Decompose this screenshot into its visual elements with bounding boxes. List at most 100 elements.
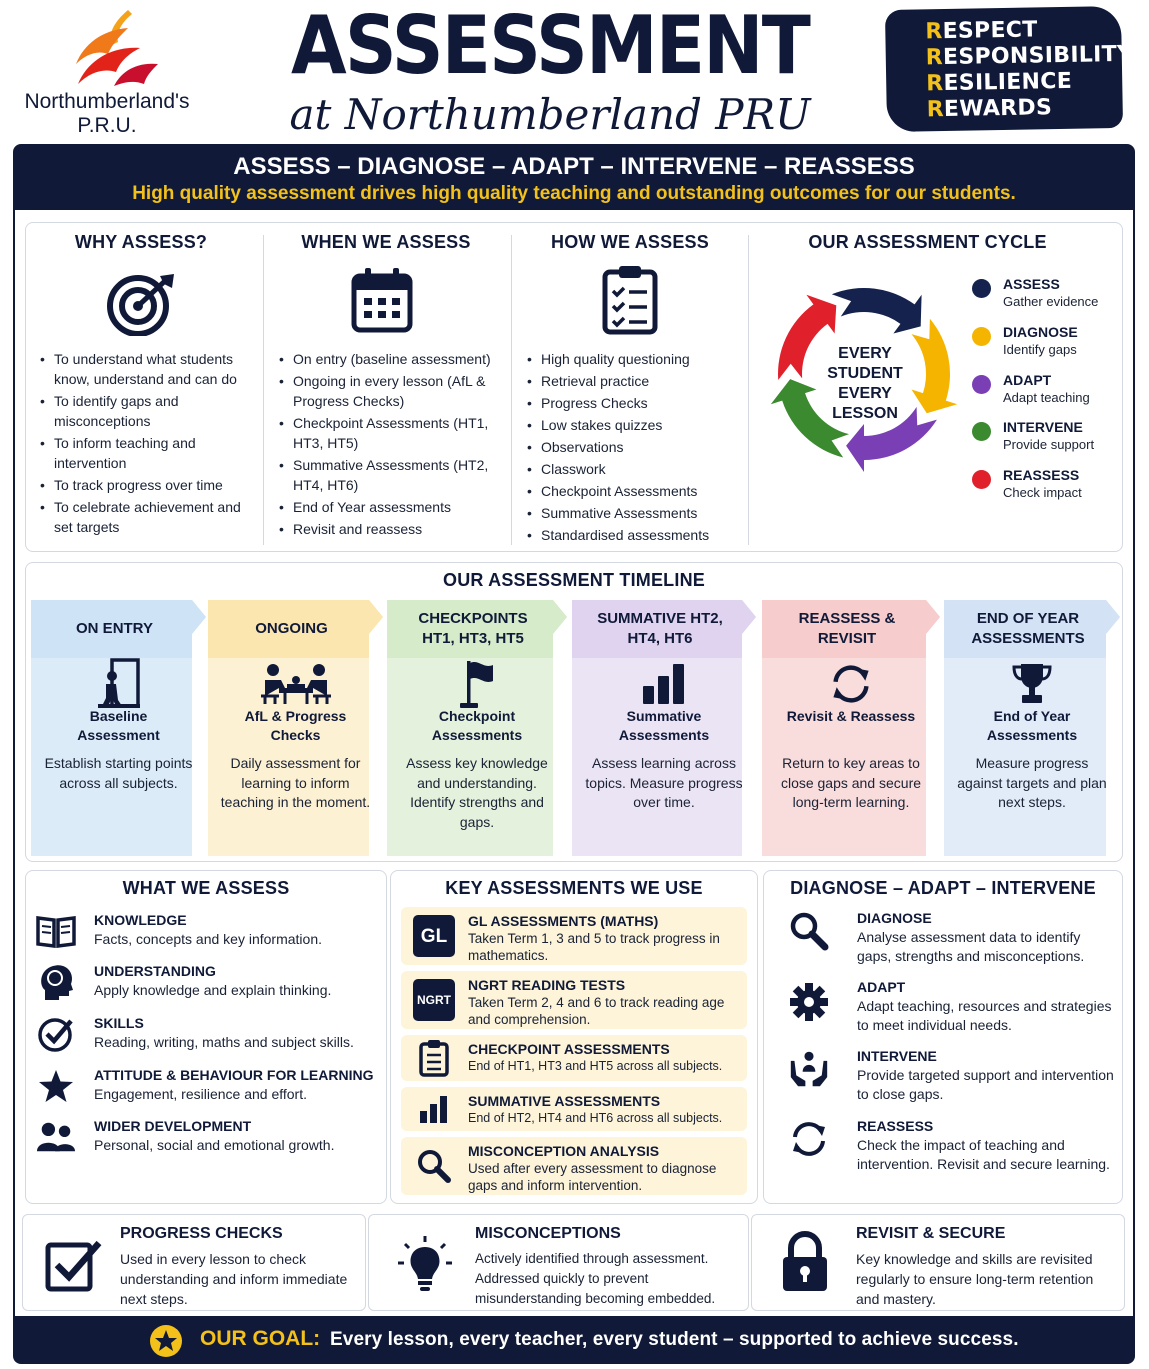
target-icon [107, 274, 174, 336]
list-item: To understand what students know, unders… [40, 349, 250, 389]
cycle-arrow-intervene [770, 379, 850, 458]
school-logo: Northumberland's P.R.U. [12, 6, 202, 137]
flame-logo-icon [76, 10, 158, 86]
star-icon [36, 1066, 76, 1106]
how-heading: HOW WE ASSESS [551, 232, 709, 252]
gear-icon [789, 982, 829, 1022]
timeline-stage-name: End of Year Assessments [986, 708, 1078, 743]
timeline-stage-name: Baseline Assessment [77, 708, 160, 743]
timeline-stage-title: CHECKPOINTS HT1, HT3, HT5 [387, 600, 567, 658]
why-list: To understand what students know, unders… [40, 349, 250, 539]
person-entering-door-icon [31, 658, 206, 710]
key-item-gl: GL GL ASSESSMENTS (MATHS)Taken Term 1, 3… [401, 907, 747, 965]
clipboard-icon [413, 1037, 455, 1079]
logo-name: Northumberland's P.R.U. [24, 90, 190, 137]
timeline-stage-desc: Assess learning across topics. Measure p… [585, 755, 743, 810]
misconceptions-card: MISCONCEPTIONS Actively identified throu… [368, 1214, 749, 1311]
legend-dot [972, 327, 991, 346]
list-item: Low stakes quizzes [527, 415, 742, 435]
list-item: To identify gaps and misconceptions [40, 391, 250, 431]
legend-dot [972, 470, 991, 489]
trophy-icon [944, 658, 1120, 710]
cycle-arrow-assess [831, 288, 922, 334]
why-heading: WHY ASSESS? [74, 232, 208, 252]
banner-tagline: High quality assessment drives high qual… [132, 183, 1016, 204]
timeline-stage-title: REASSESS & REVISIT [762, 600, 940, 658]
star-badge-icon [150, 1325, 182, 1357]
how-list: High quality questioning Retrieval pract… [527, 349, 742, 547]
assessment-cycle-diagram [770, 288, 958, 472]
people-icon [36, 1117, 76, 1157]
list-item: Progress Checks [527, 393, 742, 413]
banner-steps: ASSESS – DIAGNOSE – ADAPT – INTERVENE – … [233, 153, 915, 180]
list-item: On entry (baseline assessment) [279, 349, 501, 369]
dai-panel [763, 870, 1123, 1204]
hands-support-icon [789, 1049, 829, 1089]
list-item: Standardised assessments [527, 525, 742, 545]
timeline-stage-desc: Daily assessment for learning to inform … [220, 755, 371, 810]
value-respect: RESPECT [925, 17, 1038, 45]
gl-badge: GL [413, 915, 455, 957]
list-item: Checkpoint Assessments (HT1, HT3, HT5) [279, 413, 501, 453]
list-item: To inform teaching and intervention [40, 433, 250, 473]
timeline-stage-desc: Measure progress against targets and pla… [957, 755, 1107, 810]
timeline-stage-desc: Assess key knowledge and understanding. … [406, 755, 548, 830]
clipboard-checklist-icon [602, 266, 658, 335]
timeline-stage-title: SUMMATIVE HT2, HT4, HT6 [572, 600, 756, 658]
cycle-arrow-adapt [846, 406, 937, 472]
value-responsibility: RESPONSIBILITY [925, 41, 1134, 71]
list-item: Summative Assessments [527, 503, 742, 523]
timeline-stage-name: AfL & Progress Checks [244, 708, 347, 743]
timeline-stage-desc: Establish starting points across all sub… [44, 755, 193, 791]
refresh-icon [762, 658, 940, 710]
calendar-icon [351, 268, 413, 333]
cycle-arrow-diagnose [911, 318, 958, 414]
when-heading: WHEN WE ASSESS [301, 232, 471, 252]
magnifier-icon [413, 1145, 455, 1187]
goal-bar: OUR GOAL: Every lesson, every teacher, e… [13, 1316, 1135, 1364]
timeline-stage-title: END OF YEAR ASSESSMENTS [944, 600, 1120, 658]
revisit-secure-card: REVISIT & SECURE Key knowledge and skill… [751, 1214, 1125, 1311]
page-subtitle: at Northumberland PRU [289, 90, 811, 139]
timeline-card: END OF YEAR ASSESSMENTS End of Year Asses… [944, 600, 1120, 856]
timeline-stage-name: Revisit & Reassess [786, 708, 916, 724]
check-circle-icon [36, 1014, 76, 1054]
group-table-icon [208, 658, 383, 710]
legend-dot [972, 422, 991, 441]
list-item: High quality questioning [527, 349, 742, 369]
list-item: Checkpoint Assessments [527, 481, 742, 501]
what-panel [25, 870, 387, 1204]
what-heading: WHAT WE ASSESS [122, 878, 290, 898]
page-title: ASSESSMENT [290, 0, 811, 92]
timeline-stage-title: ONGOING [208, 600, 383, 658]
goal-text: Every lesson, every teacher, every stude… [330, 1329, 1019, 1350]
list-item: To track progress over time [40, 475, 250, 495]
value-rewards: REWARDS [926, 95, 1053, 123]
progress-checks-card: PROGRESS CHECKS Used in every lesson to … [22, 1214, 366, 1311]
list-item: Revisit and reassess [279, 519, 501, 539]
ngrt-badge: NGRT [413, 979, 455, 1021]
magnifier-icon [789, 911, 829, 951]
key-heading: KEY ASSESSMENTS WE USE [445, 878, 703, 898]
list-item: To celebrate achievement and set targets [40, 497, 250, 537]
